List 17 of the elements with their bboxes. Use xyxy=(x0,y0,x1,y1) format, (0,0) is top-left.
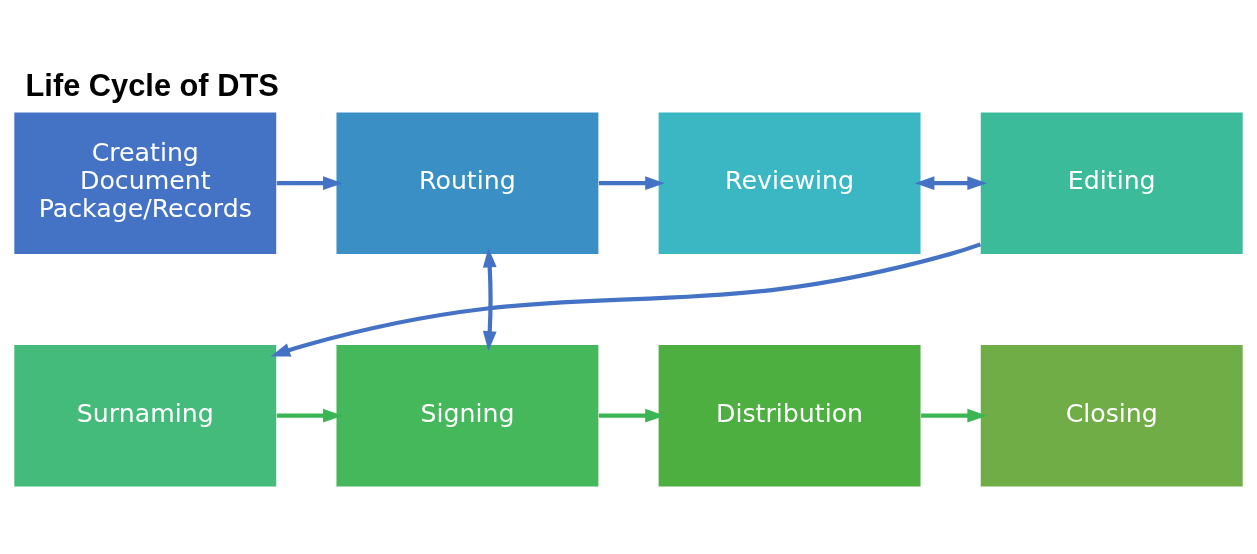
arrow xyxy=(598,176,665,191)
node-box: Closing xyxy=(980,344,1243,487)
node-box: Routing xyxy=(336,112,599,254)
arrow xyxy=(270,242,982,357)
arrow xyxy=(914,176,987,191)
diagram-title: Life Cycle of DTS xyxy=(25,68,279,104)
arrow xyxy=(276,408,343,423)
node-box: Editing xyxy=(980,112,1243,254)
node-box: Distribution xyxy=(658,344,921,487)
arrow xyxy=(921,408,987,423)
arrow xyxy=(276,176,343,191)
node-box: Reviewing xyxy=(658,112,921,254)
arrow xyxy=(482,247,497,351)
arrow xyxy=(598,408,665,423)
node-box: Signing xyxy=(336,344,599,487)
node-box: Creating Document Package/Records xyxy=(14,112,277,254)
node-box: Surnaming xyxy=(14,344,277,487)
